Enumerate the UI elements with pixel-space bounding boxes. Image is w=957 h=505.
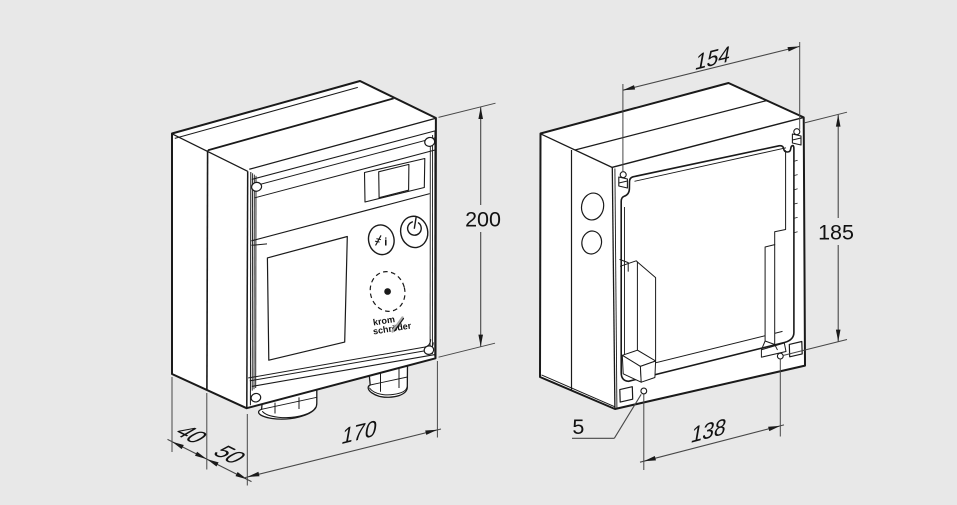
svg-text:i: i xyxy=(384,237,387,249)
svg-text:200: 200 xyxy=(465,207,501,231)
svg-text:5: 5 xyxy=(572,415,584,439)
svg-text:185: 185 xyxy=(818,221,854,245)
